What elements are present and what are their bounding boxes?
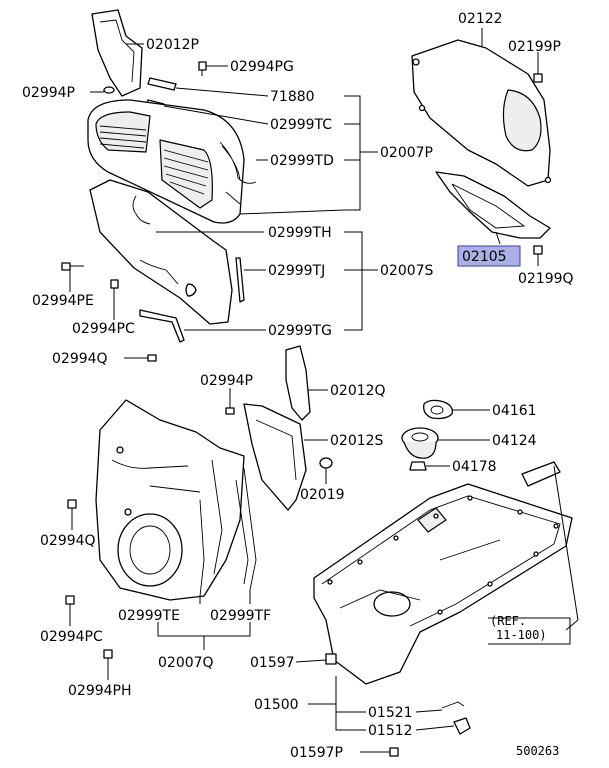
label-04161[interactable]: 04161 [492, 403, 537, 419]
cover-02012P-drawing[interactable] [91, 9, 143, 97]
label-02199Q[interactable]: 02199Q [518, 271, 574, 287]
label-02994Q-top[interactable]: 02994Q [52, 351, 108, 367]
bolt-04178-icon[interactable] [409, 461, 427, 471]
label-02199P[interactable]: 02199P [508, 39, 561, 55]
seal-02999TD-drawing[interactable] [219, 141, 257, 184]
gasket-04161-drawing[interactable] [423, 399, 453, 420]
part-labels: 02012P 02994PG 02994P 71880 02999TC 0299… [22, 11, 574, 761]
label-02007Q[interactable]: 02007Q [158, 655, 214, 671]
label-02994Q-mid[interactable]: 02994Q [40, 533, 96, 549]
label-02994PH[interactable]: 02994PH [68, 683, 132, 699]
clip-01512-icon[interactable] [453, 717, 471, 735]
label-71880[interactable]: 71880 [270, 89, 315, 105]
seal-02999TF-drawing[interactable] [243, 467, 257, 591]
label-02012S[interactable]: 02012S [330, 433, 384, 449]
label-02999TC[interactable]: 02999TC [270, 117, 332, 133]
label-02994PC-low[interactable]: 02994PC [40, 629, 103, 645]
seal-02999TG-drawing[interactable] [139, 309, 185, 343]
label-02999TG[interactable]: 02999TG [268, 323, 332, 339]
label-04178[interactable]: 04178 [452, 459, 497, 475]
diagram-number: 500263 [516, 744, 559, 758]
label-02999TE[interactable]: 02999TE [118, 608, 180, 624]
label-02012Q[interactable]: 02012Q [330, 383, 386, 399]
bolt-02994PE-icon[interactable] [61, 262, 84, 271]
bolt-02994Q-top-icon[interactable] [147, 354, 157, 362]
label-02999TJ[interactable]: 02999TJ [268, 263, 325, 279]
label-02999TD[interactable]: 02999TD [270, 153, 334, 169]
cover-02012Q-drawing[interactable] [285, 345, 311, 421]
highlight-02105 [457, 245, 521, 267]
seal-02999TJ-drawing[interactable] [235, 257, 245, 303]
ref-note-line2: 11-100) [496, 628, 547, 642]
bolt-02994Q-mid-icon[interactable] [67, 499, 77, 520]
label-04124[interactable]: 04124 [492, 433, 537, 449]
label-02105[interactable]: 02105 [462, 249, 507, 265]
label-02994P-top[interactable]: 02994P [22, 85, 75, 101]
cover-02012S-drawing[interactable] [243, 403, 307, 511]
connector-ref-drawing[interactable] [521, 461, 561, 487]
rear-plate-02122-drawing[interactable] [411, 39, 552, 187]
ref-note-line1: (REF. [490, 614, 526, 628]
bolt-02994PG-icon[interactable] [198, 61, 207, 76]
strip-71880-drawing[interactable] [147, 77, 177, 91]
plate-02105-drawing[interactable] [435, 171, 551, 239]
oil-screen-04124-drawing[interactable] [401, 427, 439, 459]
label-01597[interactable]: 01597 [250, 655, 295, 671]
bolt-02994PH-icon[interactable] [103, 649, 113, 670]
drain-plug-01597-icon[interactable] [325, 653, 337, 665]
seal-02999TE-drawing[interactable] [199, 499, 205, 597]
part-01521-drawing[interactable] [441, 701, 465, 709]
bolt-02199Q-icon[interactable] [533, 245, 543, 255]
lower-timing-cover-drawing[interactable] [95, 399, 249, 601]
bolt-02199P-icon[interactable] [533, 73, 543, 83]
leader-lines [69, 28, 579, 753]
upper-timing-cover-drawing[interactable] [87, 99, 245, 224]
label-01512[interactable]: 01512 [368, 723, 413, 739]
label-02122[interactable]: 02122 [458, 11, 503, 27]
label-02007P[interactable]: 02007P [380, 145, 433, 161]
bolt-02994P-mid-icon[interactable] [225, 407, 235, 415]
label-02994PE[interactable]: 02994PE [32, 293, 94, 309]
label-02999TH[interactable]: 02999TH [268, 225, 332, 241]
label-01500[interactable]: 01500 [254, 697, 299, 713]
label-01521[interactable]: 01521 [368, 705, 413, 721]
label-02994P-mid[interactable]: 02994P [200, 373, 253, 389]
label-02999TF[interactable]: 02999TF [210, 608, 271, 624]
label-02994PC-top[interactable]: 02994PC [72, 321, 135, 337]
label-02007S[interactable]: 02007S [380, 263, 434, 279]
middle-timing-cover-drawing[interactable] [89, 179, 233, 325]
bolt-02994P-top-icon[interactable] [103, 86, 115, 94]
ring-02019-icon[interactable] [319, 457, 333, 469]
label-02012P[interactable]: 02012P [146, 37, 199, 53]
label-01597P[interactable]: 01597P [290, 745, 343, 761]
label-02019[interactable]: 02019 [300, 487, 345, 503]
oil-pan-01500-drawing[interactable] [313, 483, 573, 685]
label-02994PG[interactable]: 02994PG [230, 59, 294, 75]
ref-bracket [488, 617, 571, 645]
bolt-02994PC-top-icon[interactable] [110, 279, 119, 296]
plug-01597P-icon[interactable] [389, 747, 399, 757]
bolt-02994PC-low-icon[interactable] [65, 595, 75, 616]
